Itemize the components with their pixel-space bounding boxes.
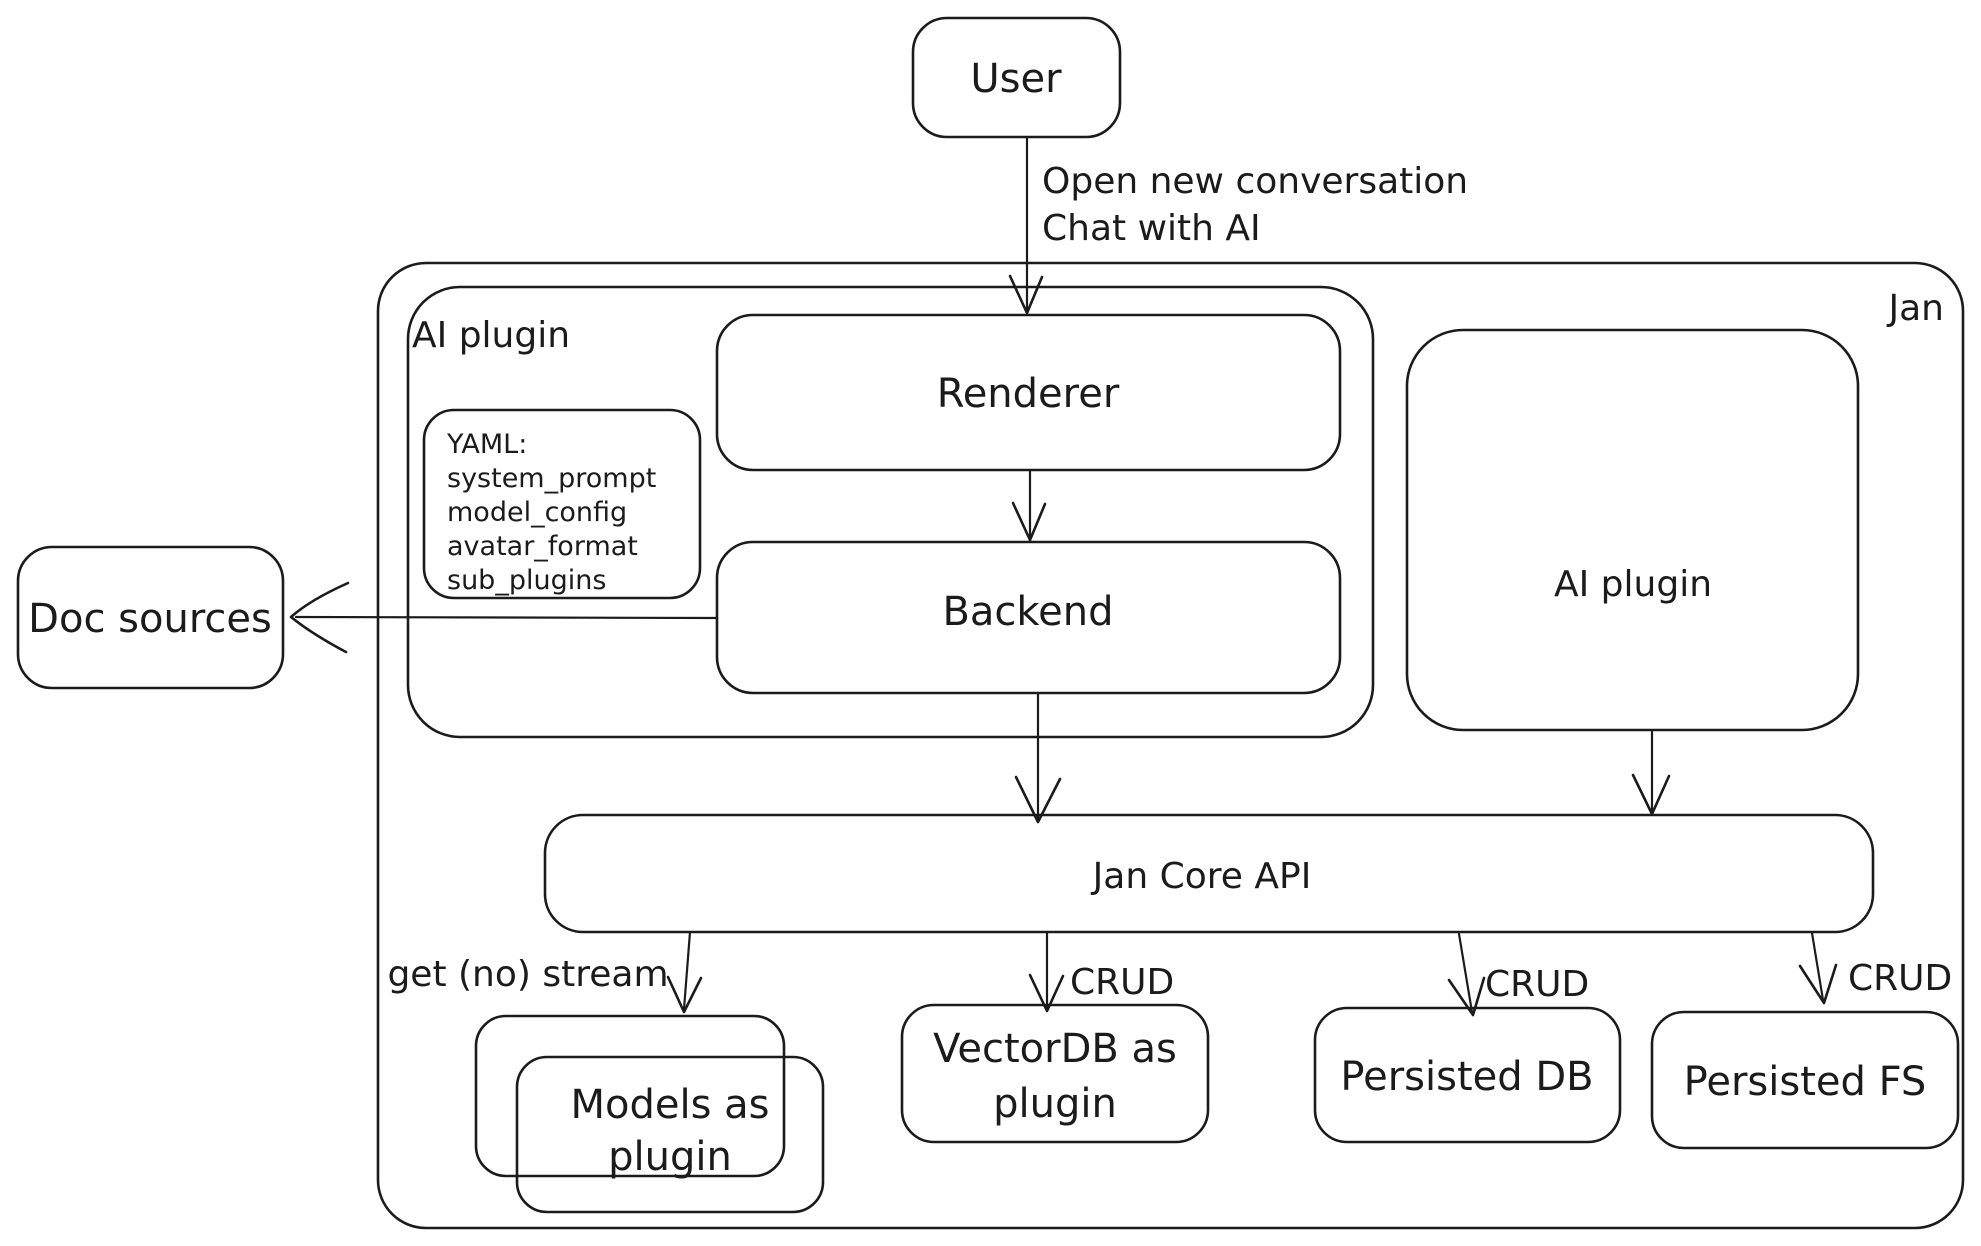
yaml-note-line: sub_plugins: [447, 565, 606, 596]
edge-label-get-no-stream: get (no) stream: [387, 954, 668, 995]
models-plugin-box: [515, 1055, 825, 1214]
jan-container-label: Jan: [1887, 288, 1945, 329]
ai-plugin-right-label: AI plugin: [1554, 564, 1712, 605]
persisted-fs-label: Persisted FS: [1684, 1059, 1927, 1105]
arrowhead-api-to-persisted-db: [1447, 976, 1486, 1017]
yaml-note-box: [422, 408, 702, 600]
user-box: [911, 16, 1122, 139]
edge-label-open-conversation: Open new conversation: [1042, 161, 1468, 202]
edge-label-chat-with-ai: Chat with AI: [1042, 208, 1261, 249]
renderer-label: Renderer: [937, 371, 1120, 417]
yaml-note-line: system_prompt: [447, 463, 656, 494]
arrow-backend-to-doc-sources: [294, 615, 719, 620]
jan-core-api-label: Jan Core API: [1091, 856, 1312, 897]
jan-core-api-box: [543, 813, 1875, 934]
models-plugin-back-box: [474, 1014, 786, 1178]
vectordb-plugin-label-line1: VectorDB as: [933, 1026, 1177, 1072]
models-plugin-label-line2: plugin: [608, 1134, 732, 1180]
yaml-note-line: YAML:: [446, 429, 527, 460]
arrowhead-ai-plugin-to-jan-core-api: [1631, 773, 1671, 816]
jan-container-box: [376, 261, 1965, 1230]
arrowhead-renderer-to-backend: [1011, 501, 1047, 542]
arrow-api-to-persisted-db: [1457, 932, 1474, 1014]
models-plugin-label-line1: Models as: [570, 1082, 769, 1128]
arrowhead-api-to-models: [666, 975, 703, 1014]
arrowhead-user-to-renderer: [1008, 274, 1044, 315]
arrowhead-backend-to-doc-sources: [289, 581, 350, 654]
yaml-note-line: model_config: [447, 497, 627, 528]
backend-label: Backend: [942, 589, 1113, 635]
vectordb-plugin-box: [900, 1003, 1210, 1144]
renderer-box: [715, 313, 1342, 472]
user-label: User: [970, 56, 1062, 102]
doc-sources-box: [16, 545, 285, 690]
edge-label-crud-persisted-db: CRUD: [1485, 964, 1589, 1005]
doc-sources-label: Doc sources: [28, 596, 272, 642]
edge-label-crud-vectordb: CRUD: [1070, 962, 1174, 1003]
ai-plugin-group-label: AI plugin: [412, 315, 570, 356]
arrow-api-to-persisted-fs: [1810, 931, 1825, 1002]
edge-label-crud-persisted-fs: CRUD: [1848, 958, 1952, 999]
arrow-api-to-models: [682, 930, 692, 1011]
persisted-db-label: Persisted DB: [1340, 1054, 1593, 1100]
ai-plugin-right-box: [1405, 328, 1860, 732]
arrowhead-backend-to-jan-core-api: [1014, 775, 1062, 824]
ai-plugin-group-box: [406, 285, 1375, 739]
yaml-note-line: avatar_format: [447, 531, 638, 562]
vectordb-plugin-label-line2: plugin: [993, 1081, 1117, 1127]
arrowhead-api-to-persisted-fs: [1798, 963, 1838, 1005]
persisted-fs-box: [1650, 1010, 1960, 1150]
arrowhead-api-to-vectordb: [1028, 973, 1065, 1013]
